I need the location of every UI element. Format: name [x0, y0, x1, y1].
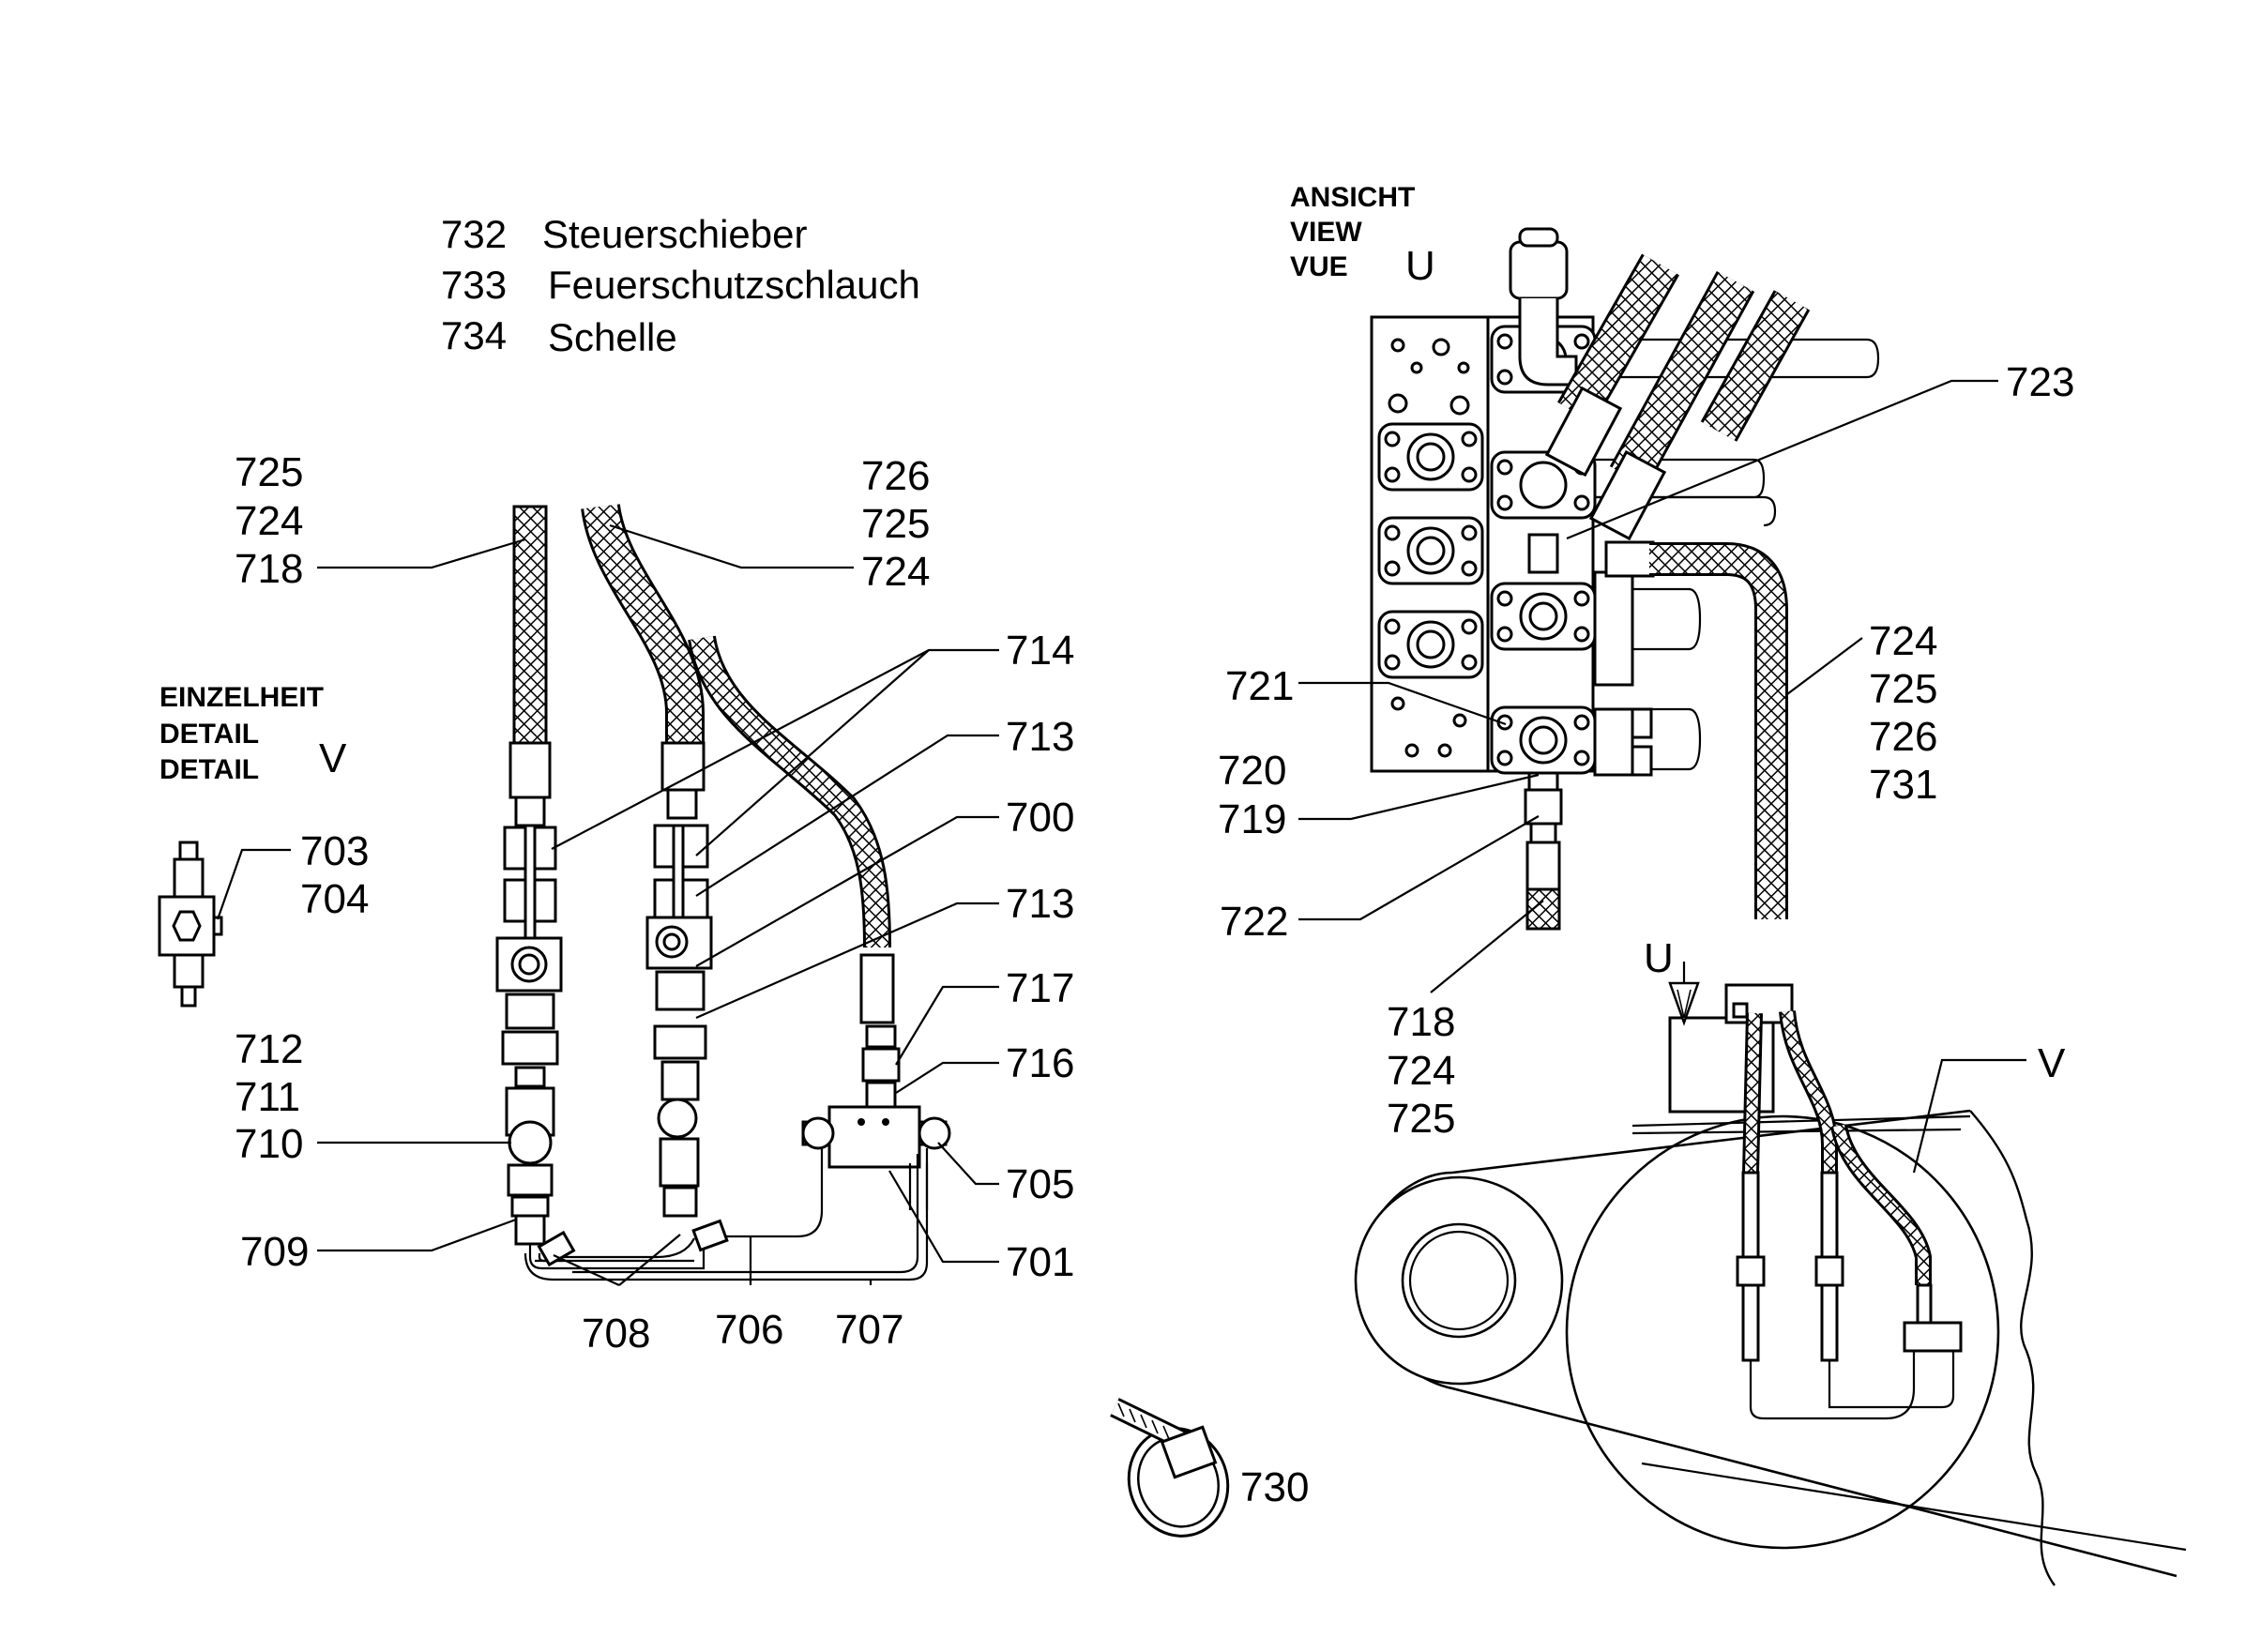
hose-end-fitting-2 — [660, 741, 706, 792]
diag-hose-1 — [1559, 255, 1677, 422]
diag-hose-2 — [1612, 272, 1753, 486]
legend-text-steuerschieber: Steuerschieber — [542, 212, 808, 256]
view-u-line-2: VIEW — [1290, 217, 1362, 248]
flange-port-721 — [1490, 705, 1597, 775]
flange-port-1 — [1377, 422, 1484, 492]
callout-724: 724 — [235, 498, 303, 544]
callout-724c: 724 — [1869, 618, 1937, 664]
middle-fitting-stack — [645, 788, 713, 1218]
callout-725: 725 — [235, 449, 303, 495]
detail-v-line-3: DETAIL — [159, 754, 259, 785]
view-u-letter: U — [1405, 243, 1435, 289]
flange-port-3 — [1377, 610, 1484, 679]
bottom-fitting-722 — [1524, 771, 1563, 931]
legend-num-734: 734 — [441, 313, 507, 357]
callout-723: 723 — [2006, 359, 2074, 405]
callout-724d: 724 — [1387, 1048, 1455, 1094]
legend-text-schelle: Schelle — [548, 315, 677, 359]
overview-machine-arm: U V — [1354, 935, 2187, 1586]
overview-fittings — [1736, 1171, 1963, 1420]
overview-hose-2 — [1782, 1010, 1835, 1173]
callout-725b: 725 — [861, 501, 930, 547]
callout-716: 716 — [1006, 1040, 1074, 1086]
callout-713a: 713 — [1006, 714, 1074, 760]
right-fitting-stack — [861, 1024, 901, 1109]
callout-713b: 713 — [1006, 881, 1074, 927]
callout-726: 726 — [861, 453, 930, 499]
legend-num-732: 732 — [441, 212, 507, 256]
callout-705: 705 — [1006, 1161, 1074, 1207]
leader-lines-left — [317, 523, 999, 1287]
callout-725d: 725 — [1387, 1096, 1455, 1142]
view-u-line-3: VUE — [1290, 251, 1348, 282]
hose-726 — [690, 635, 888, 948]
callout-707: 707 — [835, 1307, 903, 1353]
overview-hose-1 — [1745, 1012, 1760, 1174]
callout-724b: 724 — [861, 549, 930, 595]
hose-end-fitting-3 — [859, 953, 895, 1024]
tee-block-701 — [801, 1105, 951, 1169]
diag-hose-3 — [1703, 291, 1808, 441]
flange-port-2 — [1377, 516, 1484, 585]
callout-719: 719 — [1218, 796, 1286, 842]
callout-714: 714 — [1006, 628, 1074, 674]
view-u-line-1: ANSICHT — [1290, 182, 1415, 213]
detail-v-line-1: EINZELHEIT — [159, 682, 324, 713]
callout-718: 718 — [235, 546, 303, 592]
hose-724 — [584, 504, 702, 750]
callout-704: 704 — [300, 876, 369, 922]
callout-708: 708 — [582, 1311, 650, 1356]
callout-722: 722 — [1220, 899, 1288, 945]
view-u: ANSICHT VIEW VUE U — [1218, 182, 2074, 1142]
callout-703: 703 — [300, 828, 369, 874]
side-block — [1593, 570, 1634, 687]
detail-circle-v — [1565, 1114, 2000, 1550]
hose-731 — [1649, 545, 1785, 919]
callout-731: 731 — [1869, 762, 1937, 808]
callout-726c: 726 — [1869, 714, 1937, 760]
hose-end-fitting — [508, 741, 552, 799]
left-callouts: 725 724 718 726 725 724 714 713 700 713 … — [235, 449, 1074, 1356]
detail-v: EINZELHEIT DETAIL DETAIL V 703 704 — [158, 682, 369, 1008]
callout-700: 700 — [1006, 795, 1074, 841]
detail-v-fitting — [158, 841, 223, 1008]
nut-710 — [508, 1120, 553, 1165]
legend-num-733: 733 — [441, 263, 507, 307]
left-fitting-stack — [495, 796, 563, 1246]
main-hose-assembly — [495, 503, 951, 1281]
callout-720: 720 — [1218, 748, 1286, 794]
callout-709: 709 — [240, 1229, 309, 1275]
callout-725c: 725 — [1869, 666, 1937, 712]
overview-hose-3 — [1833, 1124, 1929, 1285]
detail-v-line-2: DETAIL — [159, 719, 259, 750]
rigid-tubes — [524, 1148, 929, 1281]
callout-712: 712 — [235, 1026, 303, 1072]
clamp-730: 730 — [1110, 1398, 1309, 1538]
u-arrow-label: U — [1644, 935, 1674, 981]
legend-text-feuerschutzschlauch: Feuerschutzschlauch — [548, 263, 920, 307]
top-elbow-fitting — [1509, 227, 1578, 386]
flange-port-6 — [1490, 582, 1597, 651]
callout-710: 710 — [235, 1121, 303, 1167]
detail-v-letter: V — [319, 735, 347, 781]
callout-717: 717 — [1006, 965, 1074, 1011]
callout-711: 711 — [235, 1074, 300, 1120]
callout-701: 701 — [1006, 1239, 1074, 1285]
callout-730: 730 — [1240, 1464, 1309, 1510]
callout-718b: 718 — [1387, 999, 1455, 1045]
callout-706: 706 — [715, 1307, 783, 1353]
v-circle-label: V — [2038, 1040, 2066, 1086]
valve-bolt-holes — [1388, 338, 1470, 758]
callout-721: 721 — [1225, 663, 1294, 709]
legend: 732 Steuerschieber 733 Feuerschutzschlau… — [441, 212, 920, 359]
